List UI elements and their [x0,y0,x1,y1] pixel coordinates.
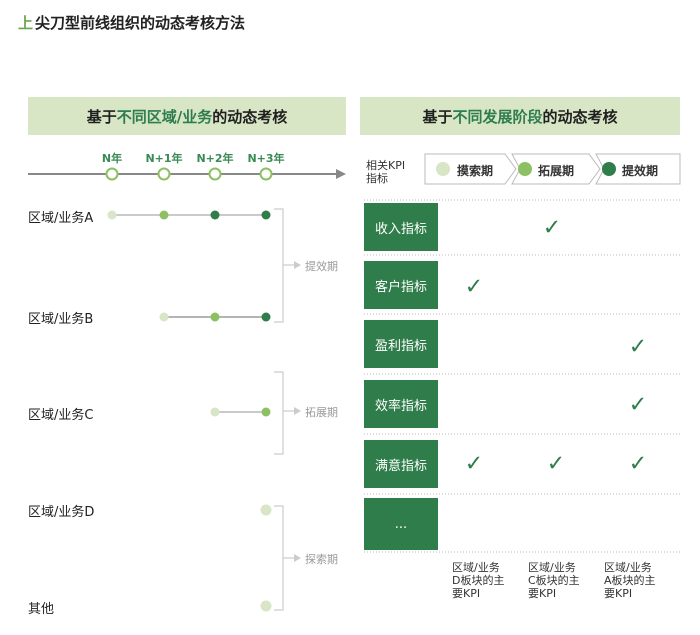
stage-dot [436,162,450,176]
check-icon: ✓ [628,334,648,360]
row-a-dot [210,210,220,220]
check-icon: ✓ [464,451,484,477]
stage-chevron [424,153,517,185]
footnote-line: 区域/业务 [528,561,576,574]
right-banner: 基于不同发展阶段的动态考核 [360,97,680,135]
row-c-dot [261,407,271,417]
row-b-dot [159,312,169,322]
timeline-node [157,167,171,181]
footnote-line: 要KPI [452,587,481,600]
bracket-arrow-icon [294,261,301,269]
row-a-dot [261,210,271,220]
year-label: N年 [101,152,123,165]
stage-dot [518,162,532,176]
footnote-line: 要KPI [604,587,633,600]
right-banner-highlight: 不同发展阶段 [452,107,543,126]
phase-label-exploration: 探索期 [305,553,338,566]
kpi-header-line: 指标 [366,172,388,185]
kpi-header-line: 相关KPI [366,159,406,172]
footnote-line: 要KPI [528,587,557,600]
row-other-dot [260,600,272,612]
year-label: N+3年 [247,152,285,165]
footnote-line: D板块的主 [452,574,505,587]
kpi-customer: 客户指标 [364,261,438,309]
footnote-d: 区域/业务 D板块的主 要KPI [452,561,520,600]
row-c-dot [210,407,220,417]
timeline-node [208,167,222,181]
kpi-revenue: 收入指标 [364,203,438,251]
check-icon: ✓ [628,451,648,477]
kpi-satisfaction: 满意指标 [364,440,438,488]
title-prefix: 上 [18,14,34,32]
kpi-header: 相关KPI 指标 [366,159,405,185]
title-text: 尖刀型前线组织的动态考核方法 [35,14,246,32]
phase-label-efficiency: 提效期 [305,260,338,273]
row-a-dot [159,210,169,220]
footnote-line: 区域/业务 [604,561,652,574]
check-icon: ✓ [542,215,562,241]
row-b-dot [261,312,271,322]
stage-label-efficiency: 提效期 [622,164,659,178]
check-icon: ✓ [628,392,648,418]
year-label: N+2年 [196,152,234,165]
timeline-node [105,167,119,181]
left-banner-highlight: 不同区域/业务 [116,107,213,126]
row-label-b: 区域/业务B [28,312,94,327]
bracket-arrow-icon [294,554,301,562]
timeline-arrow-icon [336,169,346,179]
stage-label-explore: 摸索期 [457,164,494,178]
left-banner: 基于不同区域/业务的动态考核 [28,97,346,135]
timeline-diagram [28,167,346,612]
check-icon: ✓ [464,274,484,300]
footnote-a: 区域/业务 A板块的主 要KPI [604,561,672,600]
row-a-dot [107,210,117,220]
kpi-more: ... [364,498,438,550]
row-b-dot [210,312,220,322]
right-banner-pre: 基于 [422,107,453,126]
row-label-d: 区域/业务D [28,505,95,520]
footnote-line: C板块的主 [528,574,580,587]
year-label: N+1年 [145,152,183,165]
stage-dot [602,162,616,176]
right-banner-post: 的动态考核 [542,107,618,126]
page-title: 上尖刀型前线组织的动态考核方法 [18,12,245,33]
left-banner-pre: 基于 [86,107,117,126]
row-label-c: 区域/业务C [28,408,94,423]
bracket-arrow-icon [294,407,301,415]
phase-label-expansion: 拓展期 [305,406,338,419]
bracket-expansion [274,371,284,455]
footnote-c: 区域/业务 C板块的主 要KPI [528,561,596,600]
footnote-line: 区域/业务 [452,561,500,574]
stage-label-expand: 拓展期 [538,164,575,178]
row-d-dot [260,504,272,516]
footnote-line: A板块的主 [604,574,656,587]
check-icon: ✓ [546,451,566,477]
timeline-node [259,167,273,181]
kpi-profit: 盈利指标 [364,320,438,368]
kpi-efficiency: 效率指标 [364,380,438,428]
left-banner-post: 的动态考核 [212,107,288,126]
row-label-a: 区域/业务A [28,211,94,226]
row-label-other: 其他 [28,602,55,617]
